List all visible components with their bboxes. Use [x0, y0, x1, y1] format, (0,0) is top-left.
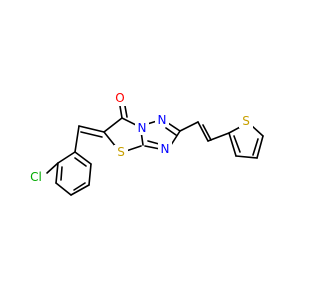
- bond-ph-inner-2: [73, 182, 86, 191]
- thiophene-s-label-bg: [239, 114, 253, 128]
- triazole-nitrogen-label-bottom: N: [161, 142, 170, 156]
- bond-ph-inner-1: [60, 166, 63, 181]
- bond-c2-vinyl: [179, 121, 199, 132]
- bond-th-c3-c2: [228, 132, 237, 157]
- bond-c7-c5: [103, 117, 123, 133]
- canvas-background: [0, 0, 300, 300]
- bond-ph-4: [70, 184, 90, 196]
- bond-c7-o-double: [124, 105, 128, 118]
- atom-labels: O N N N S S Cl: [26, 90, 253, 184]
- bond-layer: [46, 105, 264, 196]
- chlorine-label: Cl: [30, 170, 42, 184]
- bond-n1-c8a: [144, 145, 161, 150]
- bond-th-inner-2: [233, 135, 241, 153]
- bond-ph-1: [57, 151, 76, 164]
- bond-c5-s: [103, 131, 117, 148]
- thiazole-s-label-bg: [114, 145, 128, 159]
- bond-c7-o: [119, 105, 123, 119]
- bond-n3-c2-double: [165, 127, 177, 136]
- triazole-nitrogen-label-top: N: [158, 113, 167, 127]
- thiazole-sulfur-label: S: [117, 145, 125, 159]
- bond-vinyl-double-inner: [202, 124, 212, 141]
- n1-label-bg: [158, 142, 172, 156]
- thiophene-sulfur-label: S: [242, 114, 250, 128]
- bond-ph-cl: [46, 162, 59, 174]
- bond-ch-ph: [74, 125, 80, 153]
- oxygen-label: O: [115, 91, 124, 105]
- n4-label-bg: [135, 121, 149, 135]
- bond-ph-6: [74, 151, 92, 165]
- bridgehead-nitrogen-label: N: [138, 121, 147, 135]
- bond-c2-n1: [170, 130, 181, 146]
- bond-vinyl-thiophene: [207, 132, 230, 142]
- bond-th-c5-c4: [256, 135, 264, 159]
- bond-ph-inner-3: [74, 157, 87, 167]
- bond-c5-ch: [78, 125, 105, 133]
- bond-n1-c8a-double: [147, 140, 160, 145]
- oxygen-label-bg: [112, 90, 128, 106]
- bond-c5-ch-double: [80, 131, 103, 138]
- bond-th-s-c5: [251, 125, 264, 137]
- bond-th-c4-c3: [235, 155, 258, 159]
- bond-ph-3: [55, 182, 72, 196]
- bond-th-inner-1: [252, 138, 259, 156]
- n3-label-bg: [155, 113, 169, 127]
- bond-ph-5: [88, 163, 92, 186]
- bond-vinyl-double: [197, 121, 209, 142]
- bond-s-c8a: [125, 145, 142, 152]
- bond-ph-2: [55, 162, 59, 184]
- bond-n3-c2: [167, 122, 181, 132]
- chlorine-label-bg: [26, 170, 46, 184]
- molecule-structure: O N N N S S Cl: [0, 0, 300, 300]
